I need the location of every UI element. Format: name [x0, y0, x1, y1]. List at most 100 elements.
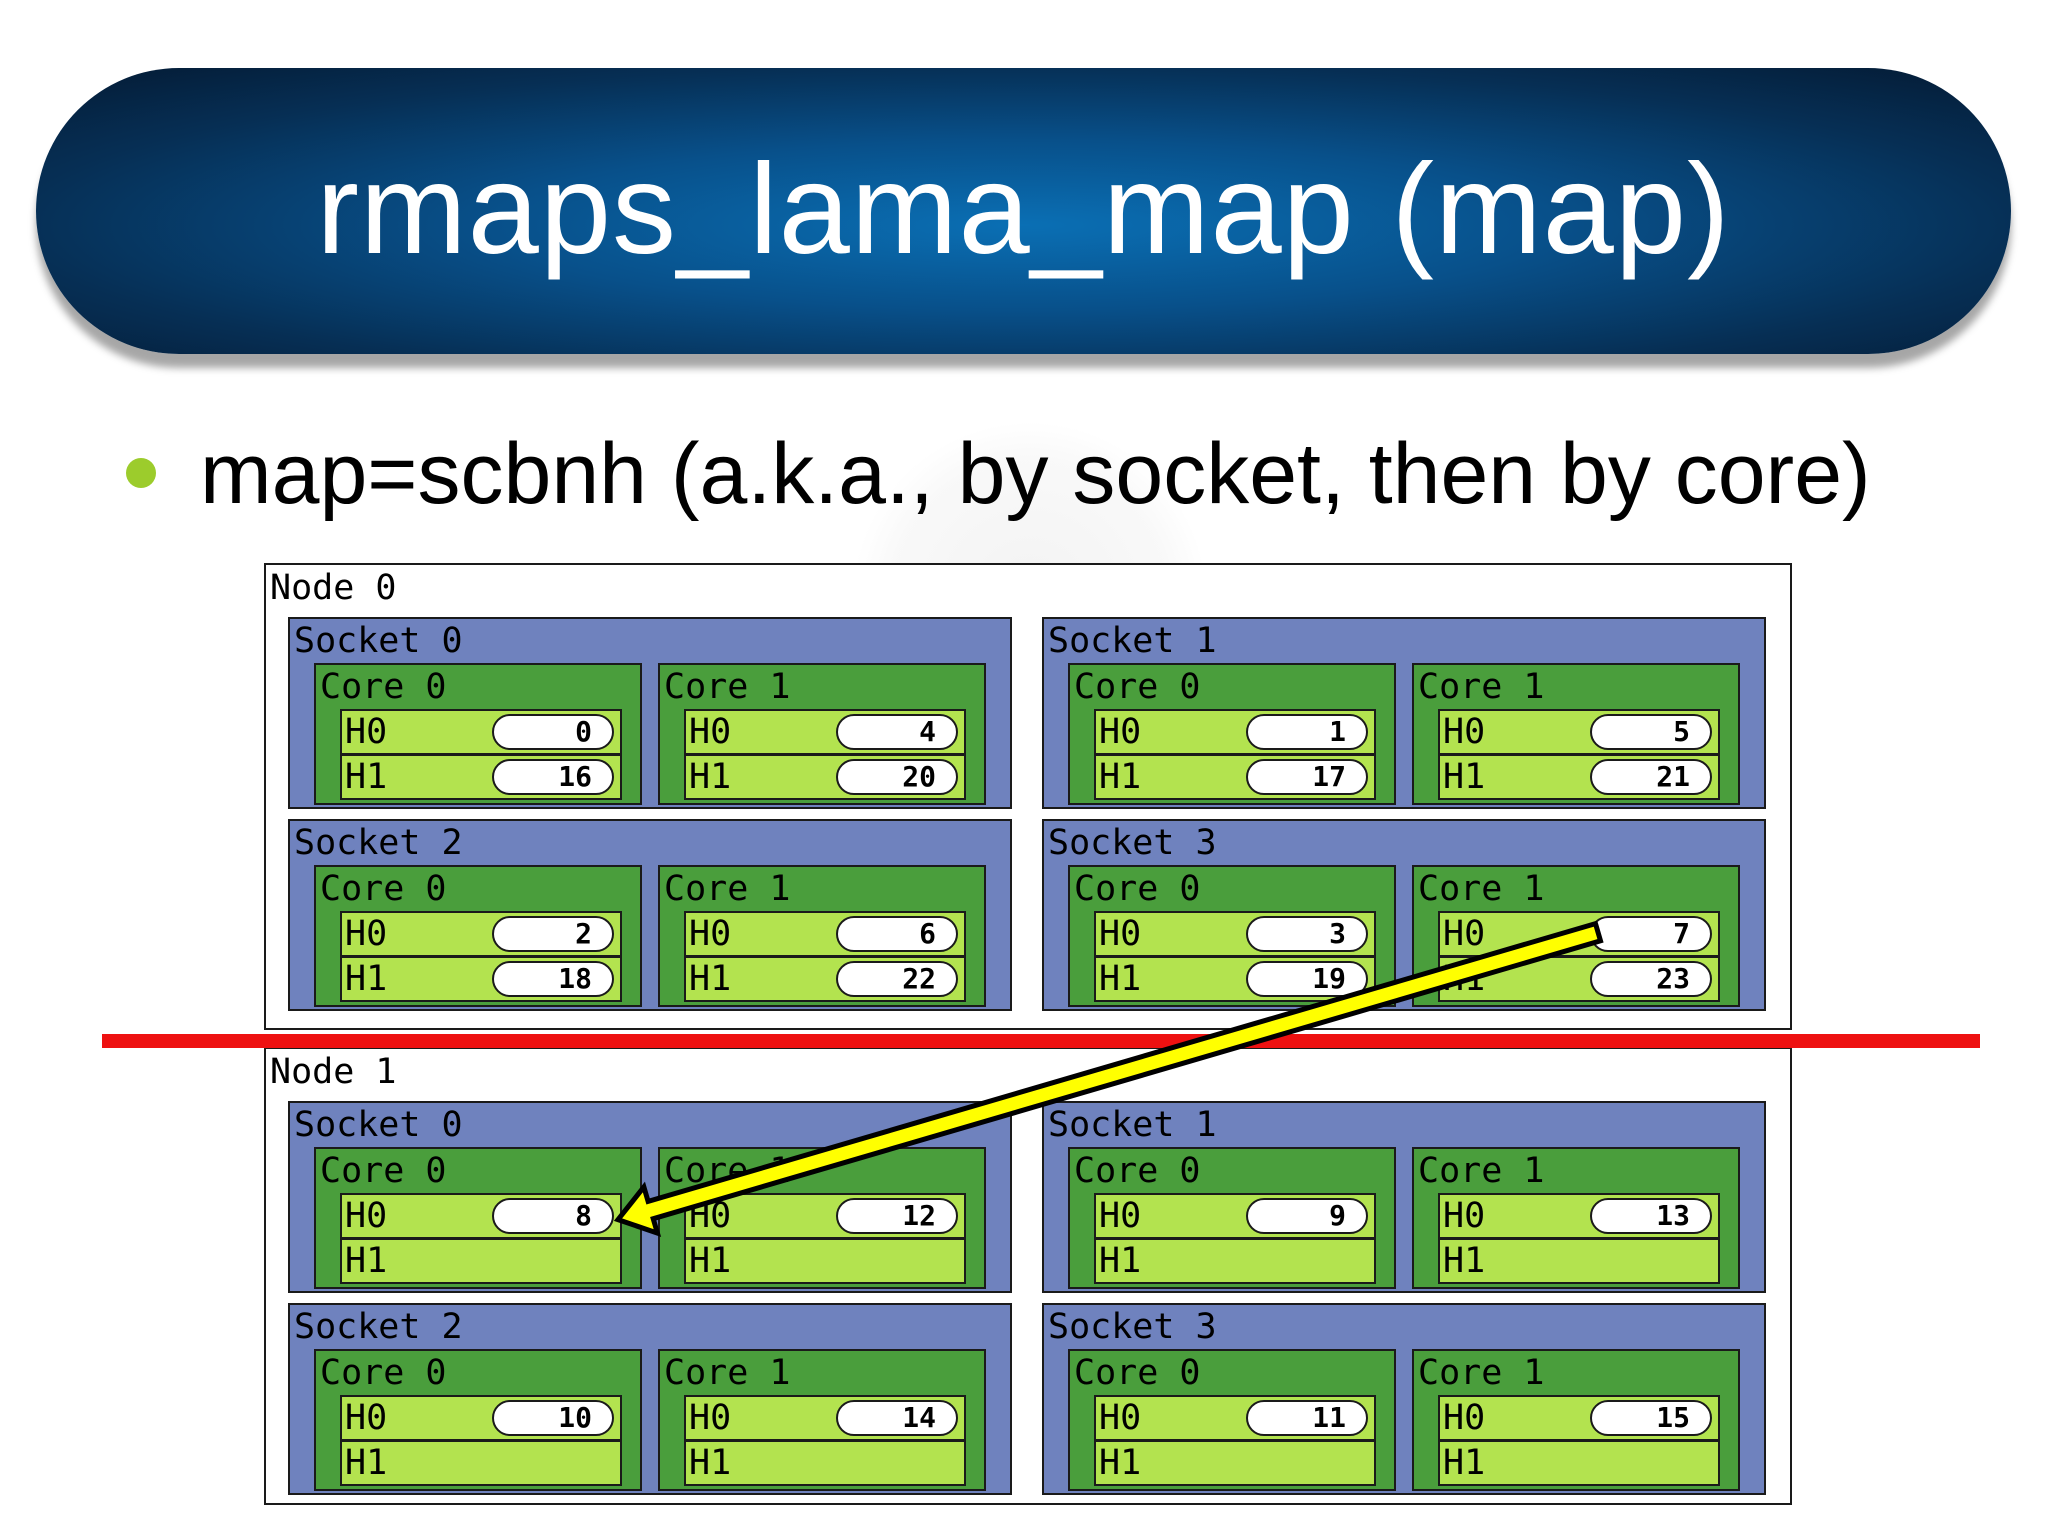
hw-thread-label: H1	[1099, 757, 1142, 797]
hw-thread-label: H0	[689, 914, 732, 954]
rank-badge: 6	[836, 916, 958, 952]
rank-badge: 4	[836, 714, 958, 750]
hw-thread-label: H1	[1443, 757, 1486, 797]
hw-thread-label: H1	[345, 1443, 388, 1483]
hw-thread-label: H1	[1443, 1241, 1486, 1281]
rank-badge: 18	[492, 961, 614, 997]
hw-thread-label: H0	[689, 712, 732, 752]
rank-badge: 16	[492, 759, 614, 795]
hw-thread-box: H0 13	[1438, 1193, 1720, 1239]
hw-thread-label: H1	[1099, 1443, 1142, 1483]
hw-thread-box: H0 3	[1094, 911, 1376, 957]
hw-thread-label: H0	[345, 1196, 388, 1236]
hw-thread-box: H1	[1438, 1440, 1720, 1486]
core-label: Core 1	[664, 1353, 791, 1393]
core-label: Core 1	[664, 667, 791, 707]
core-label: Core 0	[1074, 1353, 1201, 1393]
hw-thread-box: H1	[340, 1440, 622, 1486]
socket-label: Socket 2	[294, 823, 463, 863]
rank-badge: 17	[1246, 759, 1368, 795]
hw-thread-label: H0	[1099, 914, 1142, 954]
hw-thread-box: H1	[1094, 1238, 1376, 1284]
rank-badge: 14	[836, 1400, 958, 1436]
core-label: Core 0	[320, 667, 447, 707]
core-label: Core 1	[1418, 869, 1545, 909]
rank-badge: 11	[1246, 1400, 1368, 1436]
hw-thread-box: H1 17	[1094, 754, 1376, 800]
socket-label: Socket 3	[1048, 1307, 1217, 1347]
hw-thread-label: H0	[1099, 712, 1142, 752]
hw-thread-box: H0 4	[684, 709, 966, 755]
core-label: Core 0	[1074, 869, 1201, 909]
hw-thread-box: H0 6	[684, 911, 966, 957]
title-banner: rmaps_lama_map (map)	[36, 68, 2011, 354]
hw-thread-box: H1 16	[340, 754, 622, 800]
core-label: Core 0	[320, 1151, 447, 1191]
rank-badge: 5	[1590, 714, 1712, 750]
rank-badge: 2	[492, 916, 614, 952]
socket-label: Socket 1	[1048, 621, 1217, 661]
hw-thread-label: H1	[1099, 1241, 1142, 1281]
hw-thread-box: H1	[1438, 1238, 1720, 1284]
hw-thread-label: H0	[1443, 1398, 1486, 1438]
socket-label: Socket 2	[294, 1307, 463, 1347]
rank-badge: 7	[1590, 916, 1712, 952]
rank-badge: 10	[492, 1400, 614, 1436]
core-label: Core 0	[320, 1353, 447, 1393]
hw-thread-label: H1	[345, 757, 388, 797]
hw-thread-label: H0	[1443, 1196, 1486, 1236]
hw-thread-box: H1	[684, 1440, 966, 1486]
hw-thread-label: H1	[689, 959, 732, 999]
rank-badge: 21	[1590, 759, 1712, 795]
hw-thread-label: H0	[1099, 1398, 1142, 1438]
hw-thread-label: H0	[345, 914, 388, 954]
arrow-shape	[613, 920, 1604, 1238]
rank-badge: 3	[1246, 916, 1368, 952]
hw-thread-box: H0 10	[340, 1395, 622, 1441]
rank-badge: 12	[836, 1198, 958, 1234]
rank-badge: 20	[836, 759, 958, 795]
node-label: Node 1	[270, 1052, 397, 1092]
hw-thread-label: H0	[689, 1398, 732, 1438]
hw-thread-box: H1	[340, 1238, 622, 1284]
hw-thread-label: H1	[689, 1241, 732, 1281]
hw-thread-label: H0	[1443, 914, 1486, 954]
hw-thread-box: H1 21	[1438, 754, 1720, 800]
bullet-text: map=scbnh (a.k.a., by socket, then by co…	[200, 426, 1871, 522]
rank-badge: 0	[492, 714, 614, 750]
hw-thread-label: H0	[1099, 1196, 1142, 1236]
core-label: Core 0	[1074, 667, 1201, 707]
hw-thread-box: H1 20	[684, 754, 966, 800]
hw-thread-label: H0	[345, 1398, 388, 1438]
core-label: Core 1	[664, 869, 791, 909]
slide-title: rmaps_lama_map (map)	[316, 137, 1731, 281]
rank-badge: 13	[1590, 1198, 1712, 1234]
core-label: Core 1	[1418, 1151, 1545, 1191]
core-label: Core 0	[1074, 1151, 1201, 1191]
hw-thread-label: H1	[689, 757, 732, 797]
hw-thread-box: H1	[1094, 1440, 1376, 1486]
